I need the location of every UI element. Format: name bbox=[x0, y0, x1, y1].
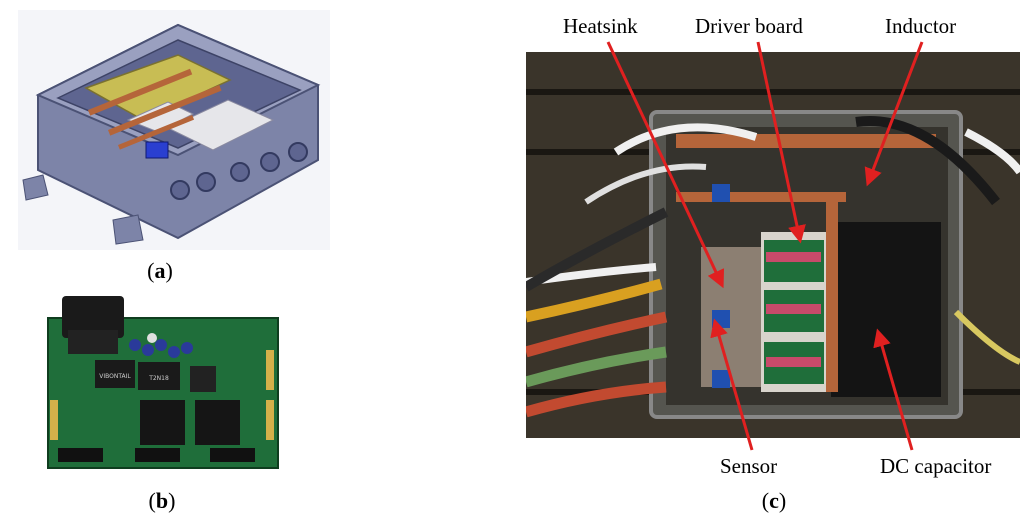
panel-b-pcb-photo: VIBONTAIL T2N18 bbox=[40, 290, 285, 475]
chip-label-2: T2N18 bbox=[148, 375, 169, 382]
arrow-sensor bbox=[710, 318, 754, 451]
caption-c: (c) bbox=[761, 488, 787, 513]
arrow-inductor bbox=[864, 41, 924, 187]
arrow-heatsink bbox=[606, 41, 725, 289]
caption-a: (a) bbox=[147, 258, 173, 283]
callout-sensor: Sensor bbox=[720, 454, 778, 478]
arrow-driver-board bbox=[756, 41, 806, 244]
callout-heatsink: Heatsink bbox=[563, 14, 638, 38]
cad-enclosure-image bbox=[18, 10, 330, 250]
callout-driver-board: Driver board bbox=[695, 14, 803, 38]
callout-inductor: Inductor bbox=[885, 14, 957, 38]
arrow-dc-capacitor bbox=[873, 328, 914, 451]
chip-label-1: VIBONTAIL bbox=[99, 373, 131, 380]
control-board-image: VIBONTAIL T2N18 bbox=[40, 290, 285, 475]
callout-dc-capacitor: DC capacitor bbox=[880, 454, 992, 478]
panel-a-cad-render bbox=[18, 10, 330, 250]
caption-b: (b) bbox=[148, 488, 176, 513]
